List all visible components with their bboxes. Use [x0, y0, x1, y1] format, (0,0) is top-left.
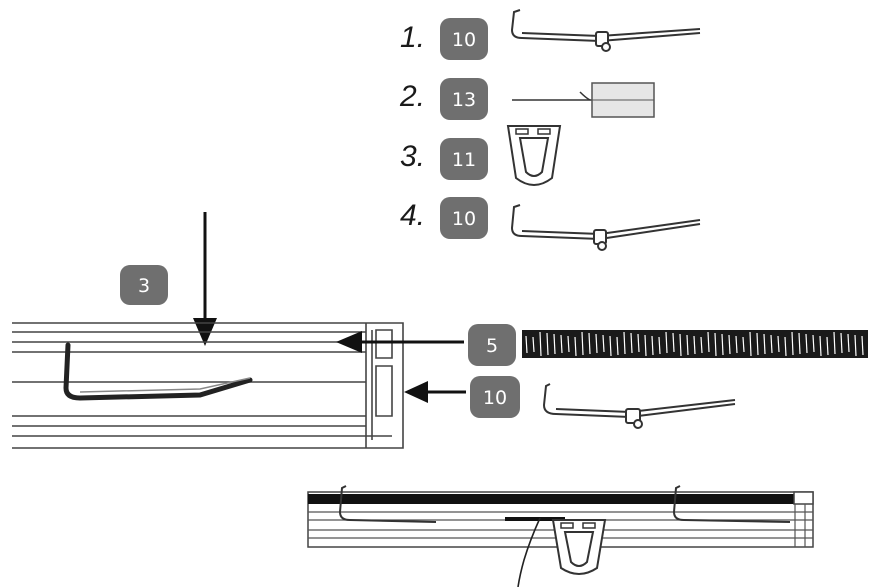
part-badge — [440, 18, 488, 60]
step-1: 1. 10 — [400, 9, 701, 60]
hook-badge — [470, 376, 520, 418]
brush-bristle — [616, 336, 619, 356]
brush-bristle — [539, 331, 542, 357]
brush-bristle — [602, 334, 605, 353]
part-badge-label: 13 — [452, 89, 476, 111]
brush-bristle — [665, 331, 668, 354]
brush-bristle — [700, 336, 703, 354]
hook-callout: 10 — [470, 376, 520, 418]
brush-bristle — [630, 332, 633, 354]
brush-bristle — [679, 333, 682, 357]
brush-bristle — [546, 332, 549, 356]
brush-bristle — [588, 332, 591, 355]
brush-bristle — [651, 335, 654, 356]
cord-tape-icon — [505, 517, 565, 587]
down-arrow — [193, 212, 217, 346]
brush-bristle — [798, 332, 801, 355]
hook-clip-icon — [510, 9, 701, 52]
brush-bristle — [812, 334, 815, 353]
step-3: 3. 11 — [400, 125, 562, 186]
brush-bristle — [728, 334, 731, 355]
hook-in-rail — [63, 342, 253, 401]
brush-bristle — [721, 333, 724, 356]
part-badge — [440, 78, 488, 120]
part-badge-label: 10 — [452, 208, 476, 230]
step-number: 1. — [400, 21, 425, 54]
cord-tape-icon — [512, 82, 655, 118]
step-4: 4. 10 — [400, 197, 701, 251]
brush-bristle — [525, 335, 528, 354]
brush-bristle — [574, 336, 577, 357]
brush-bristle — [847, 333, 850, 353]
brush-callout: 5 — [468, 324, 516, 366]
rail-badge — [120, 265, 168, 305]
brush-bristle — [742, 336, 745, 353]
brush-bristle — [714, 332, 717, 357]
brush-bristle — [553, 333, 556, 355]
step-2: 2. 13 — [399, 78, 655, 120]
brush-bristle — [595, 333, 598, 354]
rail-section — [12, 322, 404, 449]
step-number: 4. — [400, 199, 425, 232]
brush-bristle — [777, 335, 780, 353]
brush-bristle — [861, 335, 864, 356]
brush-bristle — [833, 331, 836, 355]
brush-bristle — [840, 332, 843, 354]
brush-bristle — [693, 335, 696, 355]
brush-bristle — [658, 336, 661, 355]
hook-badge-label: 10 — [483, 387, 507, 409]
brush-bristle — [609, 335, 612, 357]
brush-bristle — [805, 333, 808, 354]
part-badge-label: 11 — [452, 149, 476, 171]
brush-strip — [522, 330, 868, 358]
hook-clip-icon — [542, 383, 736, 429]
brush-bristle — [819, 335, 822, 357]
part-badge — [440, 197, 488, 239]
brush-bristle — [826, 336, 829, 356]
brush-bristle — [854, 334, 857, 357]
hook-clip-icon — [510, 204, 701, 251]
part-badge-label: 10 — [452, 29, 476, 51]
brush-badge-label: 5 — [486, 335, 498, 357]
brush-bristle — [560, 334, 563, 354]
brush-bristle — [644, 334, 647, 357]
step-number: 3. — [400, 140, 425, 173]
brush-bristle — [770, 334, 773, 354]
brush-badge — [468, 324, 516, 366]
brush-bristle — [735, 335, 738, 354]
brush-bristle — [672, 332, 675, 353]
hook-clip-icon — [338, 485, 791, 523]
brush-bristle — [756, 332, 759, 356]
brush-bristle — [791, 331, 794, 356]
brush-bristle — [707, 331, 710, 353]
rail-badge-label: 3 — [138, 275, 150, 297]
brush-arrow — [336, 331, 464, 353]
u-clip-icon — [551, 519, 607, 575]
part-badge — [440, 138, 488, 180]
brush-bristle — [623, 331, 626, 355]
brush-bristle — [749, 331, 752, 357]
brush-bristle — [532, 336, 535, 353]
rail-callout: 3 — [120, 265, 168, 305]
step-number: 2. — [399, 80, 425, 113]
brush-bristle — [637, 333, 640, 353]
brush-bristle — [784, 336, 787, 357]
u-clip-icon — [506, 125, 562, 186]
brush-bristle — [581, 331, 584, 356]
hook-arrow — [404, 381, 466, 403]
brush-bristle — [567, 335, 570, 353]
brush-bristle — [686, 334, 689, 356]
brush-bristle — [763, 333, 766, 355]
